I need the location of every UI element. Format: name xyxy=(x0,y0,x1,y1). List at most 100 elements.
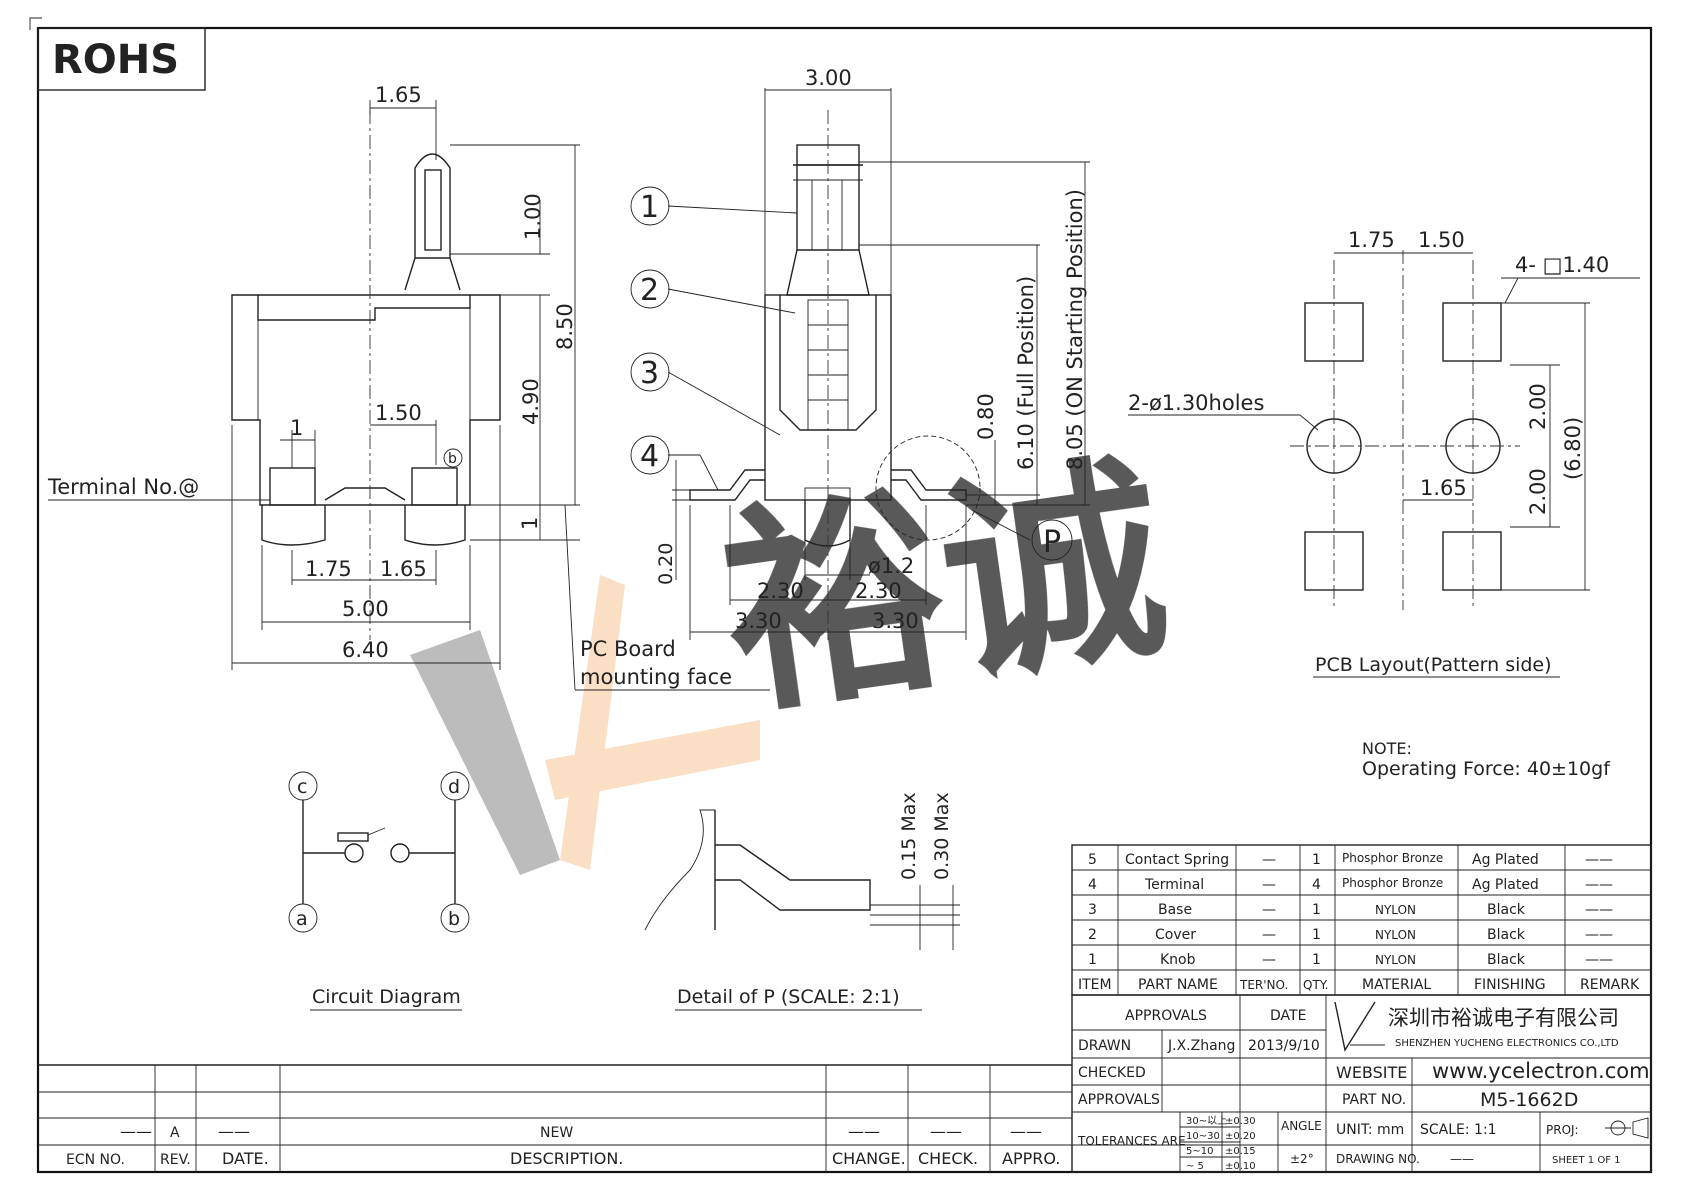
note-text: Operating Force: 40±10gf xyxy=(1362,758,1611,780)
tol-range-3: 5~10 xyxy=(1186,1146,1213,1157)
rohs-label: ROHS xyxy=(52,37,179,83)
circuit-node-b: b xyxy=(448,908,460,930)
dim-8-50: 8.50 xyxy=(553,303,577,350)
frame xyxy=(29,17,1653,1174)
tol-range-4: ~ 5 xyxy=(1186,1161,1204,1172)
rev-row-appro-dash: —— xyxy=(1010,1122,1042,1141)
drawn-date: 2013/9/10 xyxy=(1248,1038,1320,1054)
rev-header-description: DESCRIPTION. xyxy=(510,1149,623,1168)
bom-qty: 1 xyxy=(1312,927,1321,943)
dim-0-15-max: 0.15 Max xyxy=(898,792,920,880)
dim-phi-1-2: ø1.2 xyxy=(868,554,914,578)
dim-3-00: 3.00 xyxy=(805,66,852,90)
rev-row-description: NEW xyxy=(540,1125,573,1141)
tol-range-2: 10~30 xyxy=(1186,1131,1220,1142)
detail-caption: Detail of P (SCALE: 2:1) xyxy=(677,986,900,1008)
pcb-layout xyxy=(1128,250,1640,610)
pcb-dim-1-75: 1.75 xyxy=(1348,228,1395,252)
bom-remark: —— xyxy=(1585,902,1613,918)
terminal-label: Terminal No.@ xyxy=(47,475,199,499)
rev-header-check: CHECK. xyxy=(918,1149,978,1168)
bom-finishing: Ag Plated xyxy=(1472,877,1539,893)
balloon-4: 4 xyxy=(640,439,659,474)
pcb-dim-1-65: 1.65 xyxy=(1420,476,1467,500)
bom-header-finishing: FINISHING xyxy=(1474,977,1546,993)
bom-header-row: ITEM PART NAME TER'NO. QTY. MATERIAL FIN… xyxy=(1078,977,1640,993)
dim-2-30-left: 2.30 xyxy=(757,579,804,603)
dim-5-00: 5.00 xyxy=(342,597,389,621)
bom-material: Phosphor Bronze xyxy=(1342,851,1443,865)
dim-0-80: 0.80 xyxy=(974,393,998,440)
pcb-dim-1-50: 1.50 xyxy=(1418,228,1465,252)
bom-finishing: Black xyxy=(1487,927,1526,943)
dim-4-90: 4.90 xyxy=(519,378,543,425)
pcb-dim-2-00-bottom: 2.00 xyxy=(1526,468,1550,515)
company-name-cn: 深圳市裕诚电子有限公司 xyxy=(1388,1006,1619,1030)
rev-header-ecn: ECN NO. xyxy=(66,1152,125,1168)
date-header: DATE xyxy=(1270,1008,1306,1024)
tol-value-3: ±0.15 xyxy=(1225,1146,1256,1157)
dim-6-40: 6.40 xyxy=(342,638,389,662)
bom-qty: 1 xyxy=(1312,952,1321,968)
bom-finishing: Ag Plated xyxy=(1472,852,1539,868)
drawn-label: DRAWN xyxy=(1078,1038,1131,1054)
bom-part-name: Contact Spring xyxy=(1125,852,1229,868)
revision-block xyxy=(38,1064,1072,1172)
dim-3-30-left: 3.30 xyxy=(735,609,782,633)
angle-label: ANGLE xyxy=(1281,1119,1322,1133)
pcb-board-label: PC Board xyxy=(580,637,676,661)
circuit-node-d: d xyxy=(448,776,460,798)
bom-header-material: MATERIAL xyxy=(1362,977,1431,993)
drawn-by: J.X.Zhang xyxy=(1167,1038,1235,1054)
rev-row-change-dash: —— xyxy=(848,1122,880,1141)
bom-qty: 1 xyxy=(1312,852,1321,868)
circuit-node-c: c xyxy=(297,776,307,798)
dim-3-30-right: 3.30 xyxy=(872,609,919,633)
watermark-logo: 裕诚 xyxy=(410,431,1180,875)
bom-remark: —— xyxy=(1585,852,1613,868)
tolerances-label: TOLERANCES ARE xyxy=(1077,1134,1186,1148)
dim-1-75: 1.75 xyxy=(305,557,352,581)
detail-p-tag: P xyxy=(1043,525,1061,560)
bom-ter-no: — xyxy=(1262,902,1276,918)
pad-bottom-right xyxy=(1442,531,1502,591)
watermark-text: 裕诚 xyxy=(709,431,1180,746)
rev-row-date-dash: —— xyxy=(218,1122,250,1141)
bom-material: NYLON xyxy=(1375,903,1416,917)
tol-value-4: ±0.10 xyxy=(1225,1161,1256,1172)
dim-term-1: 1 xyxy=(290,416,303,440)
note-title: NOTE: xyxy=(1362,739,1412,758)
circuit-node-a: a xyxy=(296,908,308,930)
bom-part-name: Terminal xyxy=(1144,877,1204,893)
dim-1: 1 xyxy=(518,517,542,530)
sheet-label: SHEET 1 OF 1 xyxy=(1552,1155,1621,1166)
pcb-layout-caption: PCB Layout(Pattern side) xyxy=(1315,654,1552,676)
scale-label: SCALE: 1:1 xyxy=(1420,1122,1497,1138)
bom-ter-no: — xyxy=(1262,852,1276,868)
bom-part-name: Base xyxy=(1158,902,1192,918)
side-view xyxy=(48,100,770,691)
mounting-face-label: mounting face xyxy=(580,665,732,689)
bom-header-part-name: PART NAME xyxy=(1138,977,1218,993)
dim-2-30-right: 2.30 xyxy=(855,579,902,603)
bom-ter-no: — xyxy=(1262,877,1276,893)
bom-rows: 5 Contact Spring — 1 Phosphor Bronze Ag … xyxy=(1078,851,1640,993)
rev-header-appro: APPRO. xyxy=(1002,1149,1060,1168)
bom-item: 1 xyxy=(1088,952,1097,968)
approvals-label: APPROVALS xyxy=(1078,1092,1160,1108)
bom-header-qty: QTY. xyxy=(1303,978,1329,992)
bom-row: 2 Cover — 1 NYLON Black —— xyxy=(1088,927,1613,943)
bom-material: NYLON xyxy=(1375,953,1416,967)
title-block xyxy=(1071,994,1652,1173)
part-balloons xyxy=(630,186,670,475)
dim-6-10: 6.10 (Full Position) xyxy=(1014,276,1038,470)
dim-0-20: 0.20 xyxy=(655,543,677,585)
rev-row-rev: A xyxy=(170,1125,180,1141)
approvals-header: APPROVALS xyxy=(1125,1008,1207,1024)
bom-header-item: ITEM xyxy=(1078,977,1112,993)
bom-row: 4 Terminal — 4 Phosphor Bronze Ag Plated… xyxy=(1088,876,1613,893)
bom-ter-no: — xyxy=(1262,927,1276,943)
dim-1-00: 1.00 xyxy=(521,193,545,240)
bom-part-name: Knob xyxy=(1160,952,1196,968)
